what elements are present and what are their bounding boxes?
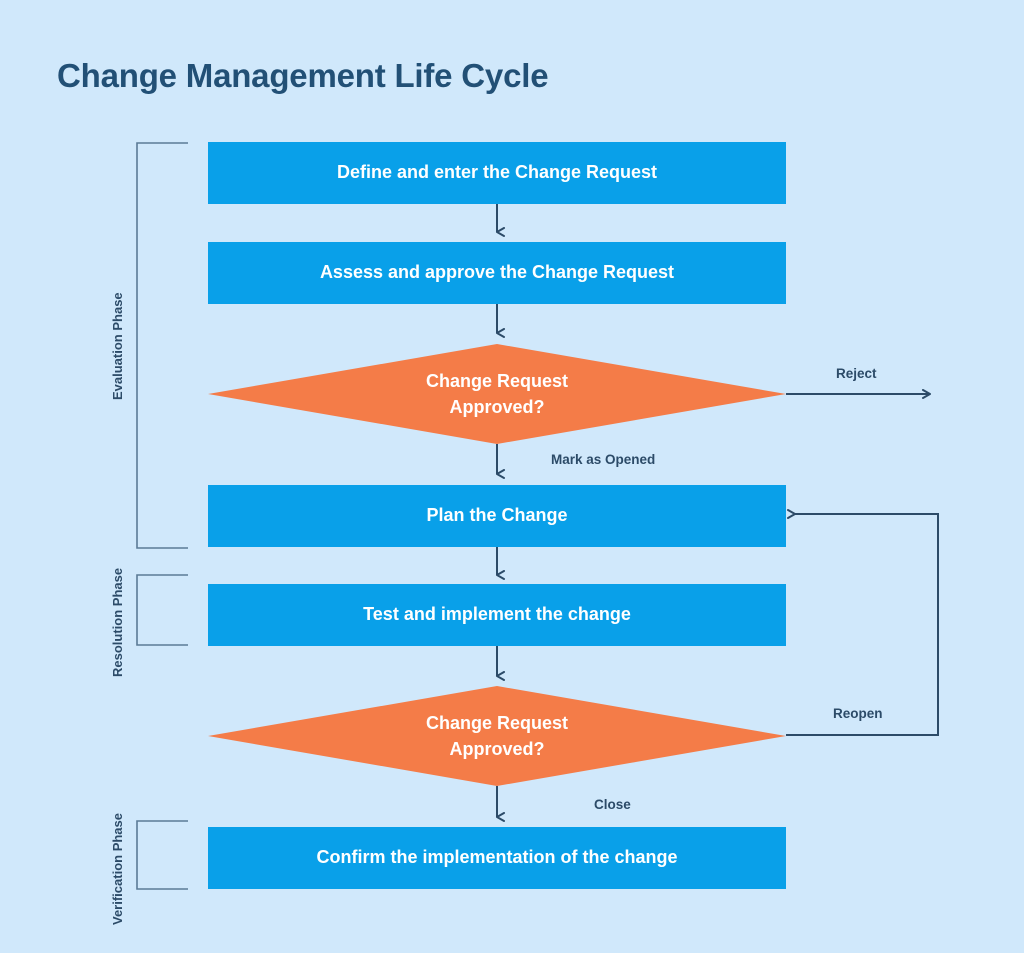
edge-label-mark-as-opened: Mark as Opened bbox=[551, 452, 656, 467]
phase-label-resolution: Resolution Phase bbox=[110, 567, 125, 677]
phase-label-evaluation: Evaluation Phase bbox=[110, 292, 125, 400]
node-define-and-enter-change-request[interactable]: Define and enter the Change Request bbox=[208, 142, 786, 204]
node-label: Plan the Change bbox=[426, 505, 568, 526]
bracket-evaluation-phase bbox=[136, 142, 188, 549]
phase-label-verification: Verification Phase bbox=[110, 813, 125, 925]
node-confirm-implementation-of-the-change[interactable]: Confirm the implementation of the change bbox=[208, 827, 786, 889]
diamond-shape bbox=[208, 344, 786, 444]
bracket-resolution-phase bbox=[136, 574, 188, 646]
decision-change-request-approved-1[interactable]: Change Request Approved? bbox=[208, 344, 786, 444]
edge-label-reopen: Reopen bbox=[833, 706, 883, 721]
node-label: Define and enter the Change Request bbox=[336, 162, 658, 183]
page-title: Change Management Life Cycle bbox=[57, 57, 549, 94]
bracket-verification-phase bbox=[136, 820, 188, 890]
node-plan-the-change[interactable]: Plan the Change bbox=[208, 485, 786, 547]
node-label: Assess and approve the Change Request bbox=[319, 262, 675, 283]
edge-label-close: Close bbox=[594, 797, 631, 812]
node-assess-and-approve-change-request[interactable]: Assess and approve the Change Request bbox=[208, 242, 786, 304]
edge-label-reject: Reject bbox=[836, 366, 877, 381]
decision-change-request-approved-2[interactable]: Change Request Approved? bbox=[208, 686, 786, 786]
node-label: Confirm the implementation of the change bbox=[316, 847, 678, 868]
node-test-and-implement-the-change[interactable]: Test and implement the change bbox=[208, 584, 786, 646]
connector-reopen-loop bbox=[786, 509, 939, 736]
diamond-shape bbox=[208, 686, 786, 786]
node-label: Test and implement the change bbox=[363, 604, 631, 625]
